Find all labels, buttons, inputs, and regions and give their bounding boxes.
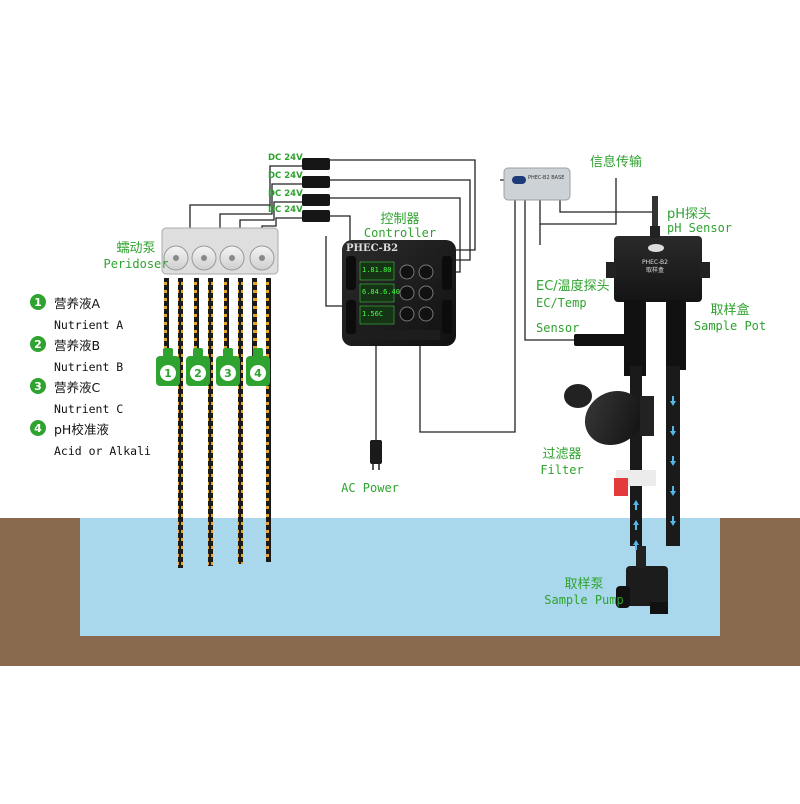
legend-number: 2 bbox=[30, 336, 46, 352]
flow-arrow bbox=[633, 520, 639, 530]
nutrient-bottle: 3 bbox=[216, 348, 240, 386]
legend-cn: pH校准液 bbox=[54, 422, 109, 437]
info-box-text: PHEC-B2 BASE bbox=[528, 175, 565, 181]
flow-arrow bbox=[633, 540, 639, 550]
filter-label-cn: 过滤器 bbox=[542, 447, 582, 462]
sample-pot-sub: 取样盒 bbox=[646, 267, 665, 274]
controller-label-en: Controller bbox=[363, 226, 437, 240]
sample-pot-model: PHEC-B2 bbox=[642, 259, 668, 266]
peridoser-label-en: Peridoser bbox=[103, 257, 169, 271]
bottle-number: 3 bbox=[224, 367, 232, 380]
controller-label-cn: 控制器 bbox=[380, 212, 420, 227]
bottle-number: 2 bbox=[194, 367, 202, 380]
ec-sensor-label-en1: EC/Temp bbox=[536, 296, 587, 310]
flow-arrows bbox=[633, 396, 676, 550]
sample-pot-label-cn: 取样盒 bbox=[710, 303, 750, 318]
peridoser-label-cn: 蠕动泵 bbox=[116, 241, 156, 256]
controller-device bbox=[342, 240, 456, 346]
nutrient-bottle: 1 bbox=[156, 348, 180, 386]
legend-item: 3 营养液C Nutrient C bbox=[30, 377, 123, 416]
nutrient-bottle: 2 bbox=[186, 348, 210, 386]
legend-number: 3 bbox=[30, 378, 46, 394]
dc-label-1: DC 24V bbox=[268, 153, 303, 163]
dc-plugs bbox=[302, 158, 330, 222]
nutrient-bottle: 4 bbox=[246, 348, 270, 386]
flow-arrow bbox=[633, 500, 639, 510]
filter-device bbox=[564, 384, 654, 446]
dc-label-3: DC 24V bbox=[268, 189, 303, 199]
ac-power-label: AC Power bbox=[341, 481, 399, 495]
controller-reading-ph: 6.84.6.40 bbox=[362, 288, 400, 296]
ph-sensor-label-en: pH Sensor bbox=[667, 221, 733, 235]
sample-pump bbox=[616, 546, 668, 614]
flow-arrow bbox=[670, 396, 676, 406]
legend-cn: 营养液A bbox=[54, 296, 101, 311]
flow-arrow bbox=[670, 426, 676, 436]
info-transmission-label: 信息传输 bbox=[590, 155, 643, 170]
water-reservoir bbox=[80, 518, 720, 636]
nutrient-bottles: 1 2 3 4 bbox=[156, 348, 270, 386]
ec-sensor-label-en2: Sensor bbox=[536, 321, 580, 335]
sample-pump-label-en: Sample Pump bbox=[544, 593, 624, 607]
flow-arrow bbox=[670, 456, 676, 466]
legend-en: Nutrient A bbox=[54, 318, 124, 332]
dc-label-2: DC 24V bbox=[268, 171, 303, 181]
controller-reading-temp: 1.56C bbox=[362, 310, 384, 318]
bottle-number: 1 bbox=[164, 367, 172, 380]
dosing-tubes bbox=[164, 278, 271, 568]
sample-pot bbox=[574, 196, 710, 376]
legend-item: 4 pH校准液 Acid or Alkali bbox=[30, 419, 151, 458]
ec-sensor-label-cn: EC/温度探头 bbox=[536, 279, 610, 294]
controller-reading-ec: 1.81.80 bbox=[362, 266, 392, 274]
info-transmission-box bbox=[503, 167, 571, 201]
legend-en: Nutrient C bbox=[54, 402, 124, 416]
dc-wires bbox=[189, 159, 656, 440]
legend-item: 1 营养液A Nutrient A bbox=[30, 293, 123, 332]
filter-label-en: Filter bbox=[540, 463, 584, 477]
bottle-number: 4 bbox=[254, 367, 262, 380]
legend-en: Acid or Alkali bbox=[54, 444, 151, 458]
sample-pot-label-en: Sample Pot bbox=[693, 319, 767, 333]
flow-arrow bbox=[670, 486, 676, 496]
sample-pump-label-cn: 取样泵 bbox=[564, 577, 604, 592]
legend-item: 2 营养液B Nutrient B bbox=[30, 335, 123, 374]
controller-brand: PHEC-B2 bbox=[346, 243, 399, 254]
legend-number: 4 bbox=[30, 420, 46, 436]
flow-arrow bbox=[670, 516, 676, 526]
legend-cn: 营养液C bbox=[54, 380, 101, 395]
legend-cn: 营养液B bbox=[54, 338, 101, 353]
ac-power-plug bbox=[370, 440, 382, 470]
legend-en: Nutrient B bbox=[54, 360, 124, 374]
ph-sensor-label-cn: pH探头 bbox=[667, 207, 712, 222]
peridoser bbox=[161, 227, 279, 275]
dc-label-4: DC 24V bbox=[268, 205, 303, 215]
legend-number: 1 bbox=[30, 294, 46, 310]
